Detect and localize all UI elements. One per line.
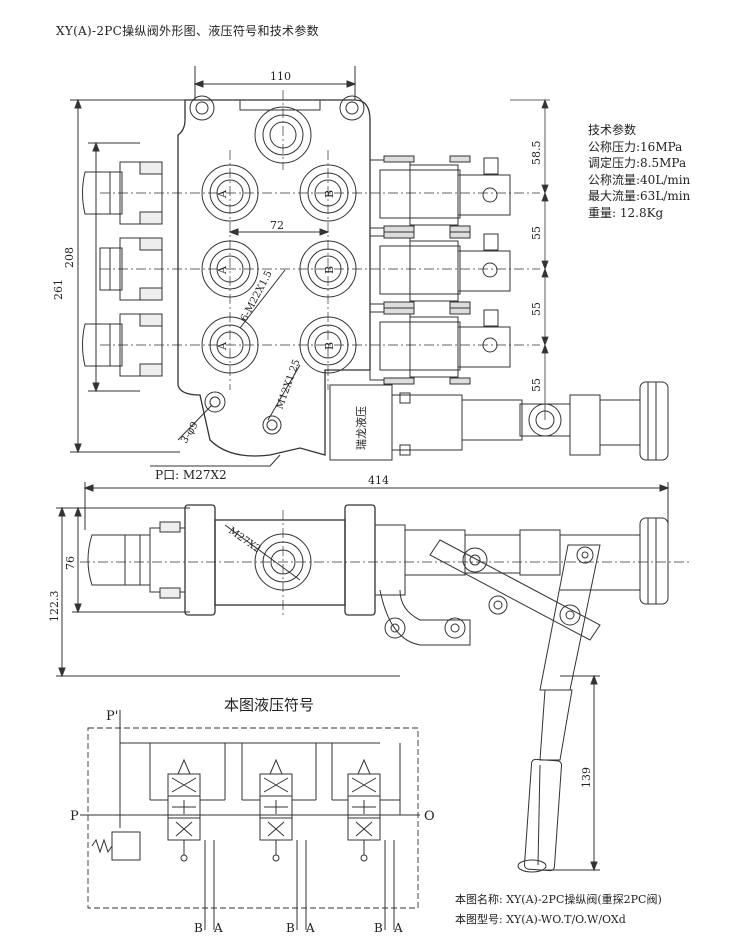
symbol-a-2: A: [305, 921, 315, 935]
symbol-p: P: [70, 809, 79, 824]
symbol-b-2: B: [286, 921, 295, 935]
dim-72: 72: [270, 219, 284, 232]
hole-3-label: 3-φ9: [179, 420, 201, 445]
param-nominal-pressure: 公称压力:16MPa: [588, 139, 683, 154]
param-set-pressure: 调定压力:8.5MPa: [588, 156, 687, 170]
spool-sections: [369, 155, 511, 385]
symbol-o: O: [424, 809, 435, 824]
port-a-3: A: [216, 341, 229, 351]
side-thread-label: M27X2: [226, 525, 262, 555]
drawing-title: XY(A)-2PC操纵阀外形图、液压符号和技术参数: [56, 24, 319, 38]
side-view: 414 76 122.3 M27X2: [48, 474, 690, 873]
dim-122-3: 122.3: [48, 591, 61, 623]
symbol-a-1: A: [213, 921, 223, 935]
technical-parameters: 技术参数 公称压力:16MPa 调定压力:8.5MPa 公称流量:40L/min…: [588, 122, 690, 221]
drawing-footer: 本图名称: XY(A)-2PC操纵阀(重探2PC阀) 本图型号: XY(A)-W…: [455, 890, 662, 930]
dim-110: 110: [270, 70, 291, 83]
dim-139: 139: [580, 767, 593, 788]
dim-58-5: 58.5: [530, 141, 543, 166]
symbol-b-1: B: [194, 921, 203, 935]
dim-414: 414: [368, 474, 389, 487]
dim-55-c: 55: [530, 378, 543, 392]
params-heading: 技术参数: [588, 123, 637, 137]
param-max-flow: 最大流量:63L/min: [588, 189, 691, 203]
top-view: 110 261 208: [52, 66, 669, 482]
p-port-label: P口: M27X2: [155, 468, 227, 482]
footer-name: 本图名称: XY(A)-2PC操纵阀(重探2PC阀): [455, 893, 662, 906]
brand-plate-text: 瑞龙液压: [354, 406, 368, 450]
port-a-2: A: [216, 265, 229, 275]
symbol-p-prime: P': [106, 709, 118, 724]
thread-m12-label: M12X1.25: [274, 358, 302, 411]
symbol-b-3: B: [374, 921, 383, 935]
footer-model: 本图型号: XY(A)-WO.T/O.W/OXd: [455, 913, 626, 926]
port-b-1: B: [323, 190, 336, 198]
dim-261: 261: [52, 279, 65, 300]
hydraulic-symbol: P' P O B A B A: [70, 709, 435, 935]
dim-55-b: 55: [530, 302, 543, 316]
symbol-title: 本图液压符号: [224, 696, 315, 714]
port-a-1: A: [216, 189, 229, 199]
port-b-2: B: [323, 266, 336, 274]
dim-55-a: 55: [530, 226, 543, 240]
dim-208: 208: [63, 247, 76, 268]
symbol-a-3: A: [393, 921, 403, 935]
param-weight: 重量: 12.8Kg: [588, 205, 664, 220]
ports-grid: [201, 164, 357, 374]
port-b-3: B: [323, 342, 336, 350]
dim-76: 76: [64, 556, 77, 570]
param-nominal-flow: 公称流量:40L/min: [588, 172, 691, 187]
